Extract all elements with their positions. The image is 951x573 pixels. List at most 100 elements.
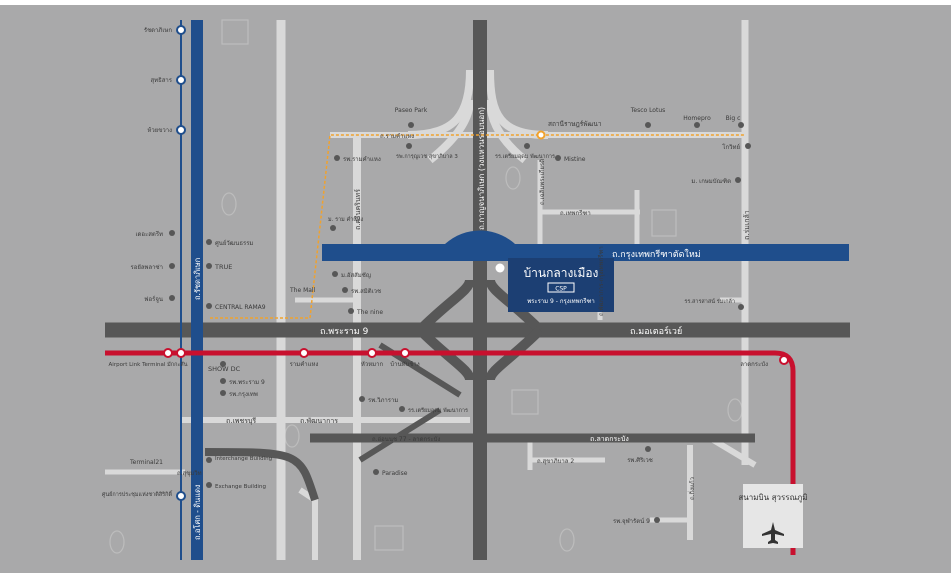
poi-dot — [359, 396, 365, 402]
poi-dot — [654, 517, 660, 523]
station-marker — [176, 491, 186, 501]
red-stations — [163, 348, 789, 365]
label-kanchanaphisek: ถ.กาญจนาภิเษก (วงแหวนรอบนอก) — [477, 107, 486, 230]
project-logo — [547, 282, 575, 293]
tree-icon — [727, 398, 743, 422]
station-marker — [367, 348, 377, 358]
krungthep-kreetha-road — [322, 230, 849, 261]
project-name: บ้านกลางเมือง — [524, 266, 599, 280]
ramp-nw — [407, 69, 474, 139]
poi-dot — [694, 122, 700, 128]
label-sukhumvit: ถ.สุขุมวิท — [177, 470, 202, 477]
poi-dot — [645, 446, 651, 452]
station-marker — [163, 348, 173, 358]
poi-dot — [206, 239, 212, 245]
station-marker — [176, 125, 186, 135]
building-icon — [221, 19, 249, 45]
poi-dot — [206, 457, 212, 463]
building-icon — [511, 389, 539, 415]
place-label: ม. เกษมบัณฑิต — [691, 178, 731, 185]
orange-station-marker — [536, 130, 546, 140]
place-label: รพ.สมิติเวช — [351, 288, 381, 295]
tree-icon — [559, 528, 575, 552]
place-label: ม.อัสสัมชัญ — [341, 272, 371, 279]
orange-station-label: สถานีราษฎร์พัฒนา — [548, 120, 602, 128]
place-label: โกวิทย์ — [722, 143, 740, 151]
place-label: รพ.จุฬารัตน์ 9 — [613, 517, 650, 525]
poi-dot — [169, 263, 175, 269]
poi-dot — [399, 406, 405, 412]
ramp-s4 — [358, 407, 442, 463]
place-label: TRUE — [214, 263, 232, 271]
poi-dot — [348, 308, 354, 314]
label-romklao: ถ.ร่มเกล้า — [743, 210, 751, 240]
place-label: The Mall — [289, 287, 316, 294]
poi-dot — [406, 143, 412, 149]
place-label: ฟอร์จูน — [144, 295, 163, 303]
project-subtitle: พระราม 9 - กรุงเทพกรีฑา — [527, 297, 595, 305]
ramp-nw2 — [427, 99, 474, 164]
interchange-north — [407, 69, 549, 164]
label-asoke-dindaeng: ถ.อโศก - ดินแดง — [193, 484, 202, 540]
airport-name: สนามบิน สุวรรณภูมิ — [738, 493, 807, 503]
poi-dot — [524, 143, 530, 149]
label-srinakarin: ถ.ศรีนครินทร์ — [354, 189, 362, 230]
ramp-ne — [486, 69, 549, 139]
place-label: รร.เตรียมอุดม พัฒนาการ — [495, 153, 555, 160]
place-label: Paseo Park — [395, 107, 428, 114]
poi-dot — [206, 263, 212, 269]
tree-icon — [284, 424, 300, 448]
place-label: เดอะสตรีท — [135, 230, 163, 238]
poi-dot — [745, 143, 751, 149]
label-sukhaphiban2: ถ.สุขาภิบาล 2 — [537, 458, 574, 465]
place-label: SHOW DC — [208, 365, 241, 373]
poi-dot — [373, 469, 379, 475]
station-label: ลาดกระบัง — [740, 361, 768, 368]
label-chaloem: ถ.เฉลิมพระเกียรติ — [538, 159, 546, 205]
ramp-ne2 — [486, 99, 528, 164]
station-label: สุทธิสาร — [150, 77, 172, 84]
place-label: รร.สารสาสน์ ร่มเกล้า — [684, 298, 735, 305]
label-thepkreetha: ถ.เทพกรีฑา — [560, 209, 591, 217]
poi-dot — [220, 378, 226, 384]
station-marker — [400, 348, 410, 358]
place-label: รพ.การุญเวช สุขาภิบาล 3 — [396, 153, 458, 160]
label-ratchadaphisek: ถ.รัชดาภิเษก — [193, 258, 202, 300]
project-logo-text: CSP — [555, 286, 567, 293]
poi-dot — [220, 361, 226, 367]
project-label-box — [508, 258, 614, 312]
place-label: Paradise — [382, 470, 408, 477]
station-marker — [176, 75, 186, 85]
label-pattanakarn: ถ.พัฒนาการ — [300, 417, 338, 425]
poi-dot — [330, 225, 336, 231]
place-label: Big c — [726, 115, 741, 122]
poi-dot — [206, 303, 212, 309]
ramp-s2 — [485, 326, 544, 382]
map-canvas: บ้านกลางเมือง CSP พระราม 9 - กรุงเทพกรีฑ… — [102, 19, 850, 560]
building-icon — [374, 525, 404, 551]
road-side-dark — [204, 448, 319, 502]
station-label: หัวหมาก — [361, 361, 384, 368]
poi-dot — [735, 177, 741, 183]
expressway-layer — [105, 20, 850, 560]
place-label: รพ.วิภาราม — [368, 397, 398, 404]
label-phetchaburi: ถ.เพชรบุรี — [226, 417, 256, 425]
tree-icon — [505, 166, 521, 190]
station-marker — [779, 355, 789, 365]
airplane-icon — [762, 522, 784, 544]
label-ramkhamhaeng: ถ.รามคำแหง — [380, 133, 414, 140]
station-label: รัชดาภิเษก — [144, 27, 173, 34]
place-label: ม. ราม คำแหง — [328, 216, 363, 223]
station-label: บ้านทับช้าง — [390, 361, 419, 368]
poi-dot — [738, 122, 744, 128]
place-label: The nine — [356, 309, 383, 316]
label-on-nut: ถ.อ่อนนุช 77 - ลาดกระบัง — [372, 436, 440, 443]
label-rama9: ถ.พระราม 9 — [320, 327, 369, 337]
place-label: Mistine — [564, 156, 586, 163]
station-label: Airport Link Terminal มักกะสัน — [109, 361, 188, 368]
tree-icon — [221, 192, 237, 216]
poi-dot — [206, 482, 212, 488]
place-label: Exchange Building — [215, 484, 266, 490]
station-label: รามคำแหง — [290, 361, 319, 368]
